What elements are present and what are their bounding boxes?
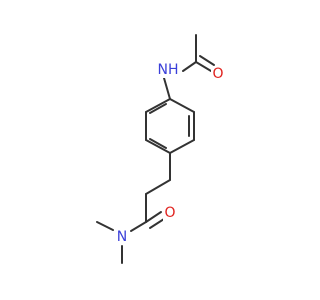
atom-label-amide-oxygen: O <box>164 205 175 221</box>
bond-nh-ring <box>163 77 171 100</box>
ring-bond-1 <box>169 98 195 113</box>
bond-amide-co-2 <box>149 218 165 229</box>
ring-bond-4 <box>145 139 171 154</box>
atom-label-amide-nitrogen: N <box>117 229 127 245</box>
ring-bond-3 <box>169 139 195 154</box>
ring-double-bond-b <box>149 138 167 149</box>
bond-acetyl-co-1 <box>195 61 212 72</box>
bond-amide-co-1 <box>145 211 162 223</box>
ring-double-bond-c <box>149 103 167 114</box>
atom-label-nh: NH <box>158 62 179 78</box>
atom-label-acetyl-oxygen: O <box>212 66 223 82</box>
bond-carbonyl-n <box>130 221 147 232</box>
bond-nh-carbonyl <box>182 61 197 72</box>
bond-acetyl-co-2 <box>199 55 215 66</box>
molecule-structure-diagram: NH O N O <box>96 34 224 264</box>
bond-n-methyl-left <box>96 221 114 231</box>
bond-ch2-ch2 <box>145 179 171 195</box>
ring-bond-6 <box>145 98 171 113</box>
